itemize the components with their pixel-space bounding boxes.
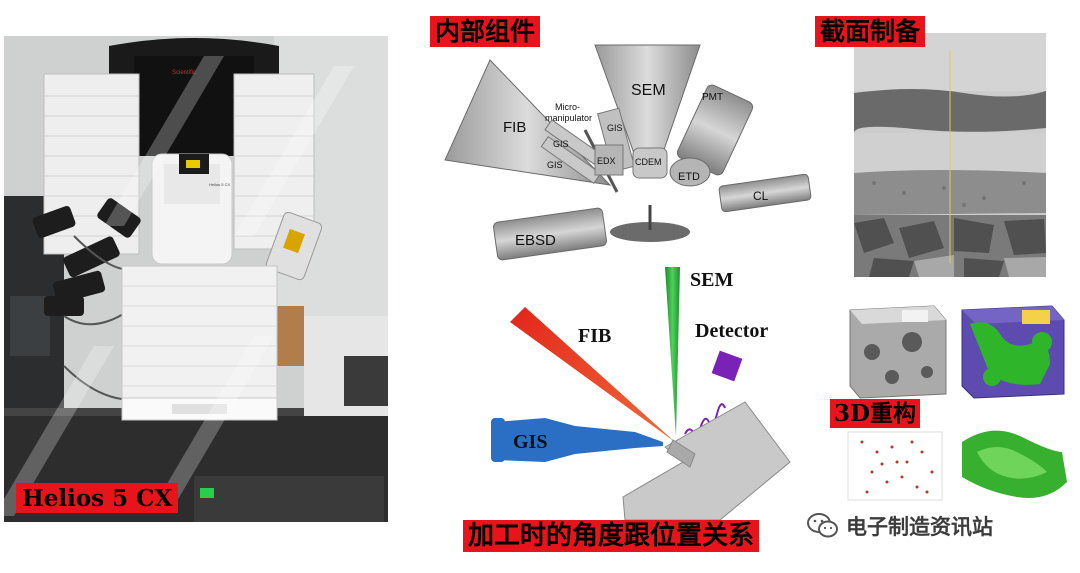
gis-label: GIS <box>513 431 547 453</box>
angle-relation-label: 加工时的角度跟位置关系 <box>463 520 760 552</box>
gis-left-1-text: GIS <box>553 139 569 149</box>
reconstruction-3d-label: 3D重构 <box>830 399 920 428</box>
ebsd-text: EBSD <box>515 232 556 249</box>
pmt-text: PMT <box>702 92 723 103</box>
gis-left-2-text: GIS <box>547 160 563 170</box>
wechat-icon <box>807 513 838 538</box>
reconstruction-3d-svg <box>847 305 1067 501</box>
detector-label: Detector <box>695 320 768 342</box>
cross-section-image <box>854 33 1046 277</box>
helios-machine-image: Scientific Helios 5 CX <box>4 36 388 522</box>
machine-photo: Scientific Helios 5 CX <box>4 36 388 522</box>
micromanipulator-text-1: Micro- <box>555 102 580 112</box>
gis-nozzle <box>495 418 663 462</box>
cross-section-svg <box>854 33 1046 277</box>
etd-text: ETD <box>678 171 700 183</box>
cl-text: CL <box>753 189 769 203</box>
gis-right-text: GIS <box>607 123 623 133</box>
fib-text: FIB <box>503 119 526 136</box>
cross-section-label: 截面制备 <box>815 16 926 47</box>
watermark-text: 电子制造资讯站 <box>846 515 993 539</box>
fib-beam <box>510 307 675 442</box>
micromanipulator-text-2: manipulator <box>545 113 592 123</box>
internal-components-svg: FIB SEM Micro- manipulator GIS GIS GIS E… <box>444 44 812 261</box>
cdem-text: CDEM <box>635 157 662 167</box>
angle-diagram: SEM FIB Detector GIS <box>485 262 805 521</box>
edx-text: EDX <box>597 156 616 166</box>
red-particles-cube <box>847 431 943 501</box>
sem-beam <box>665 267 680 437</box>
reconstruction-3d-images <box>842 302 1078 502</box>
internal-components-diagram: FIB SEM Micro- manipulator GIS GIS GIS E… <box>435 40 815 270</box>
watermark: 电子制造资讯站 <box>806 509 993 543</box>
angle-diagram-svg: SEM FIB Detector GIS <box>491 267 791 521</box>
internal-components-label: 内部组件 <box>430 16 541 47</box>
detector-shape <box>711 350 743 382</box>
machine-label: Helios 5 CX <box>16 483 179 513</box>
fib-label: FIB <box>578 325 611 347</box>
brand-text: Scientific <box>172 70 196 76</box>
power-led <box>200 488 214 498</box>
sem-label: SEM <box>690 269 733 291</box>
sem-text: SEM <box>631 82 666 99</box>
model-text-small: Helios 5 CX <box>209 182 230 187</box>
